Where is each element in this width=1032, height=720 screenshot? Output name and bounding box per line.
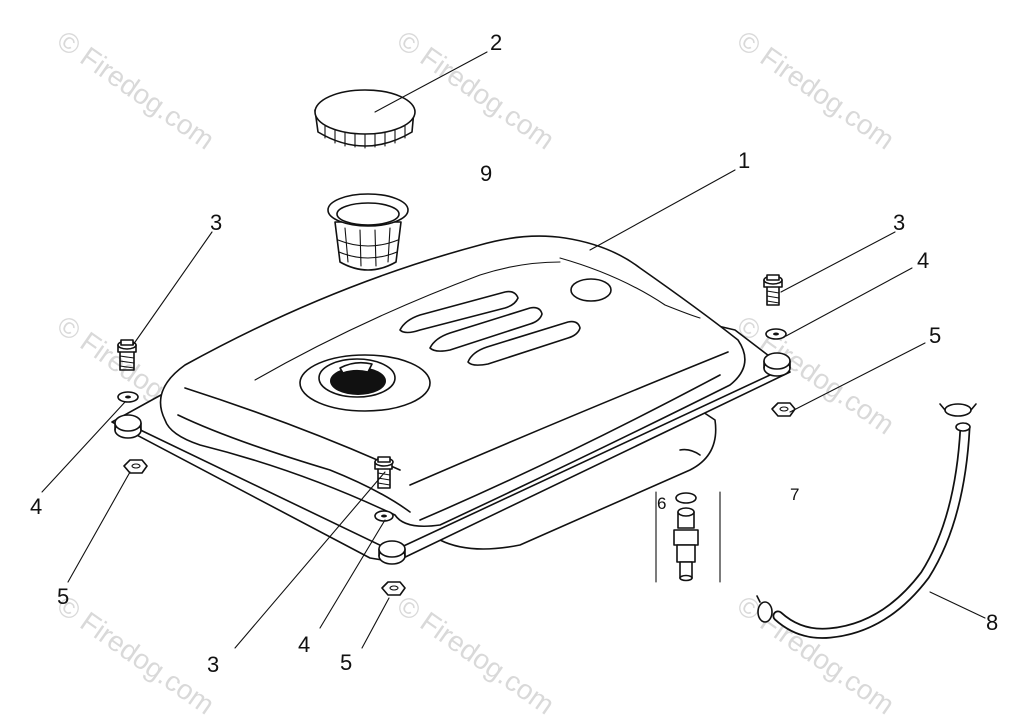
callout-nut: 5 bbox=[929, 323, 941, 348]
callout-washer: 4 bbox=[30, 494, 42, 519]
washer bbox=[765, 328, 787, 340]
watermark: © Firedog.com bbox=[52, 590, 221, 720]
nut bbox=[771, 402, 796, 417]
washer bbox=[374, 510, 394, 522]
leader-lines bbox=[41, 51, 986, 649]
tank-body bbox=[159, 235, 746, 528]
bolt bbox=[374, 456, 394, 489]
callouts: 1 2 9 3 3 3 4 4 4 5 5 5 6 7 8 bbox=[30, 30, 998, 677]
rubber-mount bbox=[378, 540, 406, 565]
nut bbox=[381, 581, 406, 596]
callout-nut: 5 bbox=[340, 650, 352, 675]
callout-fuel-hose: 8 bbox=[986, 610, 998, 635]
hose-clamp bbox=[939, 403, 977, 417]
fuel-tank bbox=[111, 235, 791, 565]
gasket bbox=[675, 492, 697, 504]
callout-washer: 4 bbox=[917, 248, 929, 273]
fuel-strainer bbox=[327, 193, 409, 271]
fuel-cap bbox=[314, 89, 416, 149]
rubber-mount bbox=[763, 352, 791, 377]
watermark: © Firedog.com bbox=[392, 590, 561, 720]
callout-fuel-cap: 2 bbox=[490, 30, 502, 55]
nut bbox=[123, 459, 148, 474]
bolt bbox=[117, 339, 137, 371]
callout-strainer: 9 bbox=[480, 161, 492, 186]
callout-washer: 4 bbox=[298, 632, 310, 657]
watermark: © Firedog.com bbox=[52, 25, 221, 156]
callout-gasket: 6 bbox=[657, 494, 666, 513]
watermark: © Firedog.com bbox=[732, 590, 901, 720]
rubber-mount bbox=[114, 414, 142, 439]
callout-bolt: 3 bbox=[893, 210, 905, 235]
watermark: © Firedog.com bbox=[732, 25, 901, 156]
fuel-hose bbox=[772, 422, 971, 639]
fuel-valve bbox=[655, 491, 721, 583]
callout-fuel-valve: 7 bbox=[790, 485, 799, 504]
callout-bolt: 3 bbox=[207, 652, 219, 677]
callout-nut: 5 bbox=[57, 584, 69, 609]
callout-bolt: 3 bbox=[210, 210, 222, 235]
callout-fuel-tank: 1 bbox=[738, 148, 750, 173]
washer bbox=[117, 391, 139, 403]
bolt bbox=[763, 274, 783, 306]
hose-clamp bbox=[756, 595, 773, 623]
